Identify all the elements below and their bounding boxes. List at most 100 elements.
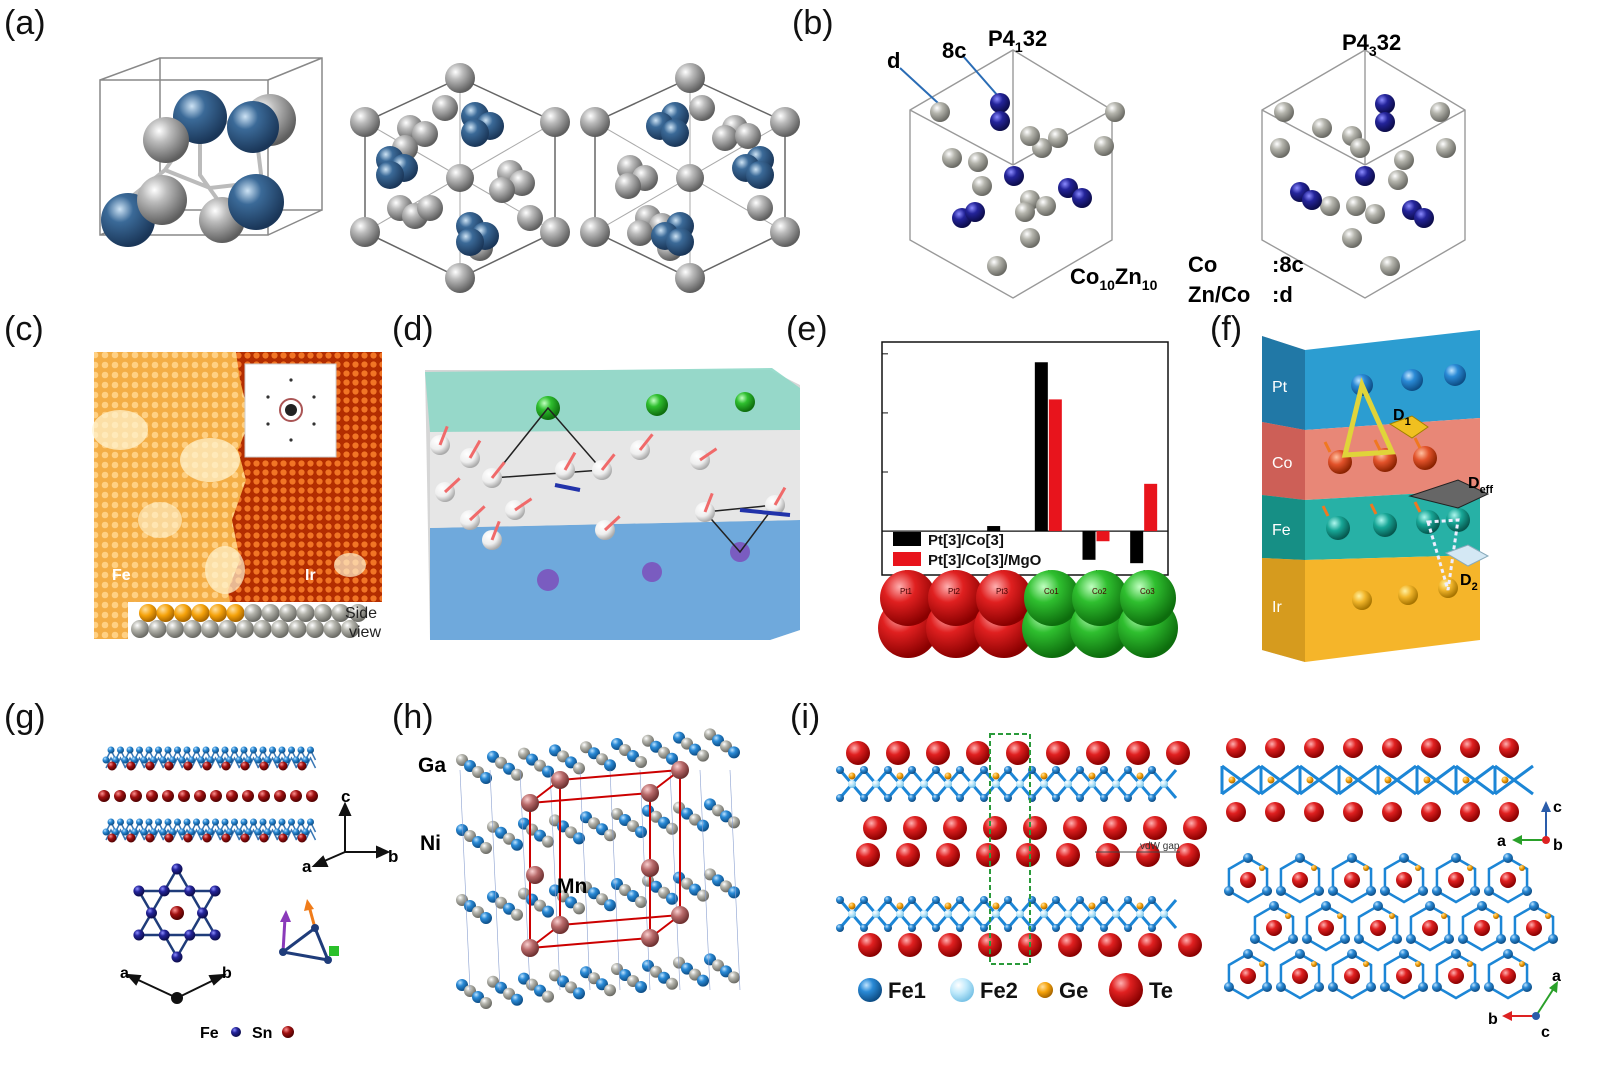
fe-atom [102,828,110,836]
fe-atom [183,746,191,754]
blue-atom [461,119,489,147]
fe-atom [1392,934,1403,944]
ge-atom [1136,902,1144,910]
silver-atom [1388,170,1408,190]
fe-atom [121,828,129,836]
fe-atom [1451,853,1461,863]
fe1-atom [1052,766,1060,774]
fe-atom [133,929,145,941]
fe1-atom [956,794,964,802]
fe-atom [1243,949,1253,959]
fe-atom [240,746,248,754]
fe2-atom [1016,910,1024,918]
silver-atom [1105,102,1125,122]
ni-atom [480,772,492,784]
fe-atom [145,907,157,919]
ge-atom [944,772,952,780]
fe-atom [1223,982,1234,992]
ge-atom [1519,865,1525,871]
spin-arrow [1373,439,1382,451]
hex-ring [1331,856,1373,904]
ge-atom [1545,913,1551,919]
spin-arrow [1323,441,1332,453]
fe-atom [178,756,186,764]
hex-ring [1383,856,1425,904]
sn-atom [107,761,117,771]
hex-ring [1279,856,1321,904]
navy-atom [1004,166,1024,186]
fe-atom [1529,901,1539,911]
fe-atom [1470,982,1481,992]
panel-label-h: (h) [392,698,434,736]
fe-atom [183,818,191,826]
gray-atom [350,217,380,247]
sn-atom [202,761,212,771]
fe2-atom [1088,910,1096,918]
silver-atom [1320,196,1340,216]
bond-line [699,769,711,991]
te-atom [1166,741,1190,765]
fe-atom [1483,886,1494,896]
fe-atom [1295,949,1305,959]
ge-atom [1311,961,1317,967]
fe-atom [1405,934,1416,944]
d2-vector [1444,544,1490,567]
te-atom [1382,802,1402,822]
fe2-atom [848,910,856,918]
fe-atom [188,756,195,764]
gray-atom [747,195,773,221]
hex-ring [1331,952,1373,1000]
panel-g-kagome-a: a [120,965,129,982]
ga-atom [728,816,740,829]
fe-atom [150,756,157,764]
panel-i-projections [1220,738,1559,1000]
sn-atom [164,761,174,771]
ge-atom [992,902,1000,910]
hex-ring [1513,904,1555,952]
fe-atom [259,746,267,754]
fe2-atom [848,780,856,788]
gray-atom [446,164,474,192]
te-atom [1448,968,1464,984]
panel-h-mn: Mn [557,875,587,898]
silver-atom [1270,138,1290,158]
ga-atom [542,990,554,1003]
fe-atom [139,604,157,622]
fe-bond [1415,764,1456,796]
fe-atom [159,756,167,764]
spin-arrow [443,477,461,494]
fe-bond [1376,764,1417,796]
panel-label-g: (g) [4,698,46,736]
fe-atom [112,828,119,836]
ir-atom [244,604,262,622]
fe-atom [216,756,224,764]
legend-label: Pt[3]/Co[3]/MgO [928,552,1042,569]
fe-atom [197,828,205,836]
fe2-atom [1088,780,1096,788]
fe-atom [245,828,252,836]
panel-b-8c-pointer [962,55,999,97]
ni-atom [511,838,523,851]
ni-atom [728,746,740,759]
sn-atom [170,906,184,920]
panel-b-legend-znco-site: :d [1272,282,1293,307]
fe-atom [150,828,157,836]
sn-atom [126,833,136,843]
panel-g-axis-b: b [388,847,398,866]
ni-atom [728,886,740,899]
ga-atom [480,997,492,1009]
fe-atom [283,828,290,836]
gray-atom [540,107,570,137]
sn-atom [107,833,117,843]
fe1-atom [1148,896,1156,904]
te-atom [1265,738,1285,758]
silver-atom [1036,196,1056,216]
fe-atom [1548,934,1559,944]
sn-atom [221,761,231,771]
navy-atom [1302,190,1322,210]
gray-atom [432,95,458,121]
bar-pt-co-pt3 [987,526,1001,532]
te-atom [1396,872,1412,888]
fe-atom [1327,982,1338,992]
